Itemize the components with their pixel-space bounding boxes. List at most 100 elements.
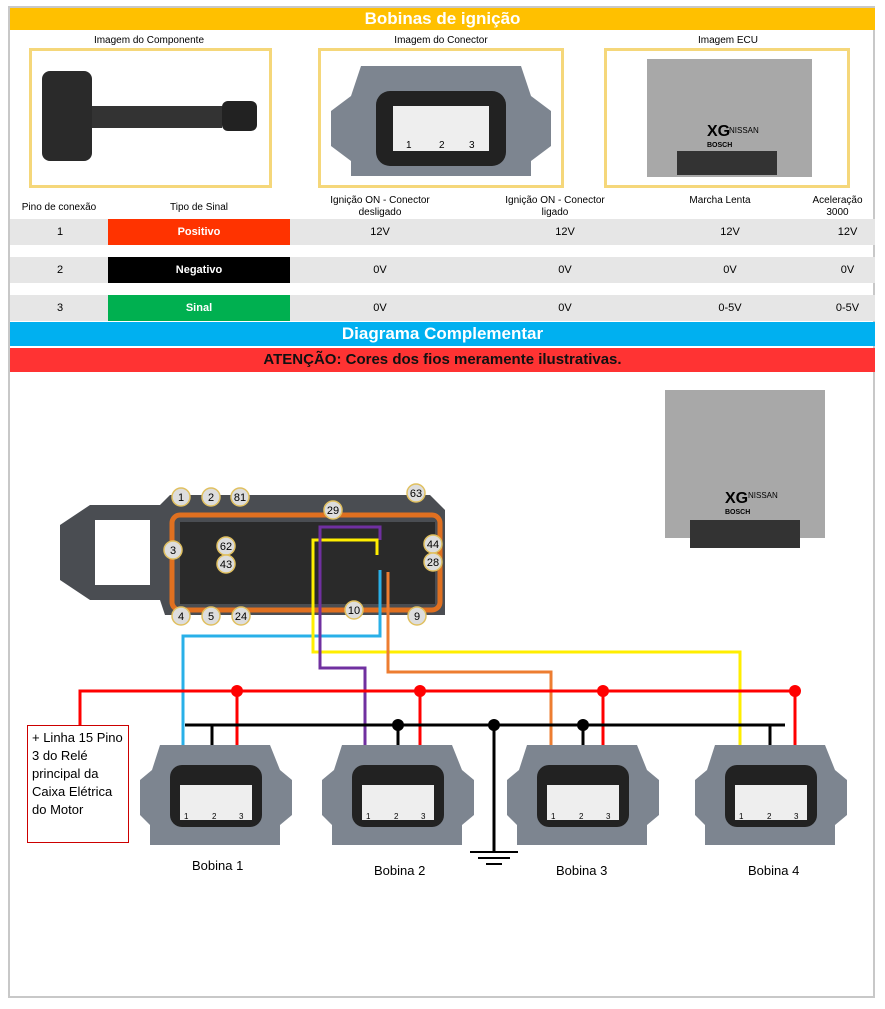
ecu-label: XG — [707, 123, 730, 140]
ecu-pin-label: 10 — [344, 600, 364, 620]
caption-component: Imagem do Componente — [93, 35, 205, 46]
ecu-maker: BOSCH — [725, 509, 750, 516]
header-pin: Pino de conexão — [21, 202, 97, 213]
ecu-maker: BOSCH — [707, 142, 732, 149]
svg-text:NISSAN: NISSAN — [748, 491, 778, 500]
value-cell: 12V — [720, 226, 740, 238]
diagram-bar: Diagrama Complementar — [10, 322, 875, 346]
pin-cell: 1 — [56, 226, 64, 238]
header-idle: Marcha Lenta — [689, 195, 751, 206]
coil-label-1: Bobina 1 — [192, 858, 244, 873]
svg-text:1: 1 — [366, 812, 371, 821]
value-cell: 0V — [558, 264, 572, 276]
svg-text:1: 1 — [551, 812, 556, 821]
svg-text:2: 2 — [767, 812, 772, 821]
svg-text:29: 29 — [327, 505, 339, 517]
value-cell: 12V — [555, 226, 575, 238]
svg-text:XG: XG — [725, 490, 748, 507]
svg-text:3: 3 — [606, 812, 611, 821]
pin-label: 1 — [406, 140, 412, 151]
header-ign-off: Ignição ON - Conector desligado — [330, 195, 430, 218]
svg-text:3: 3 — [239, 812, 244, 821]
ecu-pin-label: 43 — [216, 554, 236, 574]
pin-label: 3 — [469, 140, 475, 151]
pin-cell: 2 — [56, 264, 64, 276]
svg-text:2: 2 — [212, 812, 217, 821]
ecu-pin-label: 4 — [171, 606, 191, 626]
ecu-brand: NISSAN — [729, 126, 759, 135]
coil-connector-icon: 1 2 3 — [140, 745, 292, 845]
value-cell: 12V — [837, 226, 858, 238]
svg-text:81: 81 — [234, 492, 246, 504]
value-cell: 0-5V — [718, 302, 742, 314]
value-cell: 0-5V — [835, 302, 860, 314]
coil-connector-icon: 1 2 3 — [322, 745, 474, 845]
svg-text:1: 1 — [184, 812, 189, 821]
svg-text:3: 3 — [421, 812, 426, 821]
svg-text:2: 2 — [208, 492, 214, 504]
signal-cell: Sinal — [108, 295, 290, 321]
coil-label-2: Bobina 2 — [374, 863, 426, 878]
header-accel: Aceleração 3000 — [812, 195, 863, 218]
ecu-pin-label: 24 — [231, 606, 251, 626]
value-cell: 0V — [723, 264, 737, 276]
table-row: 1 Positivo 12V 12V 12V 12V — [10, 219, 875, 245]
svg-text:2: 2 — [394, 812, 399, 821]
svg-text:10: 10 — [348, 605, 360, 617]
frame — [8, 6, 875, 998]
connector-image: 1 2 3 — [318, 48, 564, 188]
caption-ecu: Imagem ECU — [697, 35, 758, 46]
coil-label-4: Bobina 4 — [748, 863, 800, 878]
signal-cell: Positivo — [108, 219, 290, 245]
svg-text:28: 28 — [427, 557, 439, 569]
value-cell: 12V — [370, 226, 390, 238]
header-signal: Tipo de Sinal — [170, 202, 228, 213]
coil-label-3: Bobina 3 — [556, 863, 608, 878]
warning-bar: ATENÇÃO: Cores dos fios meramente ilustr… — [10, 348, 875, 372]
table-row: 3 Sinal 0V 0V 0-5V 0-5V — [10, 295, 875, 321]
caption-connector: Imagem do Conector — [394, 35, 488, 46]
value-cell: 0V — [558, 302, 572, 314]
svg-text:1: 1 — [178, 492, 184, 504]
svg-text:5: 5 — [208, 611, 214, 623]
svg-text:2: 2 — [579, 812, 584, 821]
ecu-pin-label: 81 — [230, 487, 250, 507]
svg-text:3: 3 — [794, 812, 799, 821]
component-image — [29, 48, 272, 188]
value-cell: 0V — [840, 264, 855, 276]
svg-text:3: 3 — [170, 545, 176, 557]
ecu-pin-label: 44 — [423, 534, 443, 554]
ecu-pin-label: 62 — [216, 536, 236, 556]
svg-text:43: 43 — [220, 559, 232, 571]
svg-text:62: 62 — [220, 541, 232, 553]
pin-label: 2 — [439, 140, 445, 151]
value-cell: 0V — [373, 302, 387, 314]
svg-text:4: 4 — [178, 611, 184, 623]
ecu-pin-label: 28 — [423, 552, 443, 572]
header-ign-on: Ignição ON - Conector ligado — [505, 195, 605, 218]
value-cell: 0V — [373, 264, 387, 276]
ecu-pin-label: 1 — [171, 487, 191, 507]
ignition-coil-icon — [42, 71, 257, 161]
table-row: 2 Negativo 0V 0V 0V 0V — [10, 257, 875, 283]
svg-text:63: 63 — [410, 488, 422, 500]
ecu-pin-label: 5 — [201, 606, 221, 626]
ecu-pin-label: 3 — [163, 540, 183, 560]
pin-cell: 3 — [56, 302, 64, 314]
ecu-connector-icon — [60, 495, 445, 615]
svg-text:24: 24 — [235, 611, 247, 623]
ecu-pin-label: 63 — [406, 483, 426, 503]
title-bar: Bobinas de ignição — [10, 8, 875, 30]
ecu-pin-label: 2 — [201, 487, 221, 507]
svg-text:9: 9 — [414, 611, 420, 623]
power-note: + Linha 15 Pino 3 do Relé principal da C… — [27, 725, 129, 843]
svg-text:44: 44 — [427, 539, 439, 551]
signal-cell: Negativo — [108, 257, 290, 283]
coil-connector-icon: 1 2 3 — [507, 745, 659, 845]
ground-icon — [470, 851, 518, 865]
ecu-pin-label: 29 — [323, 500, 343, 520]
